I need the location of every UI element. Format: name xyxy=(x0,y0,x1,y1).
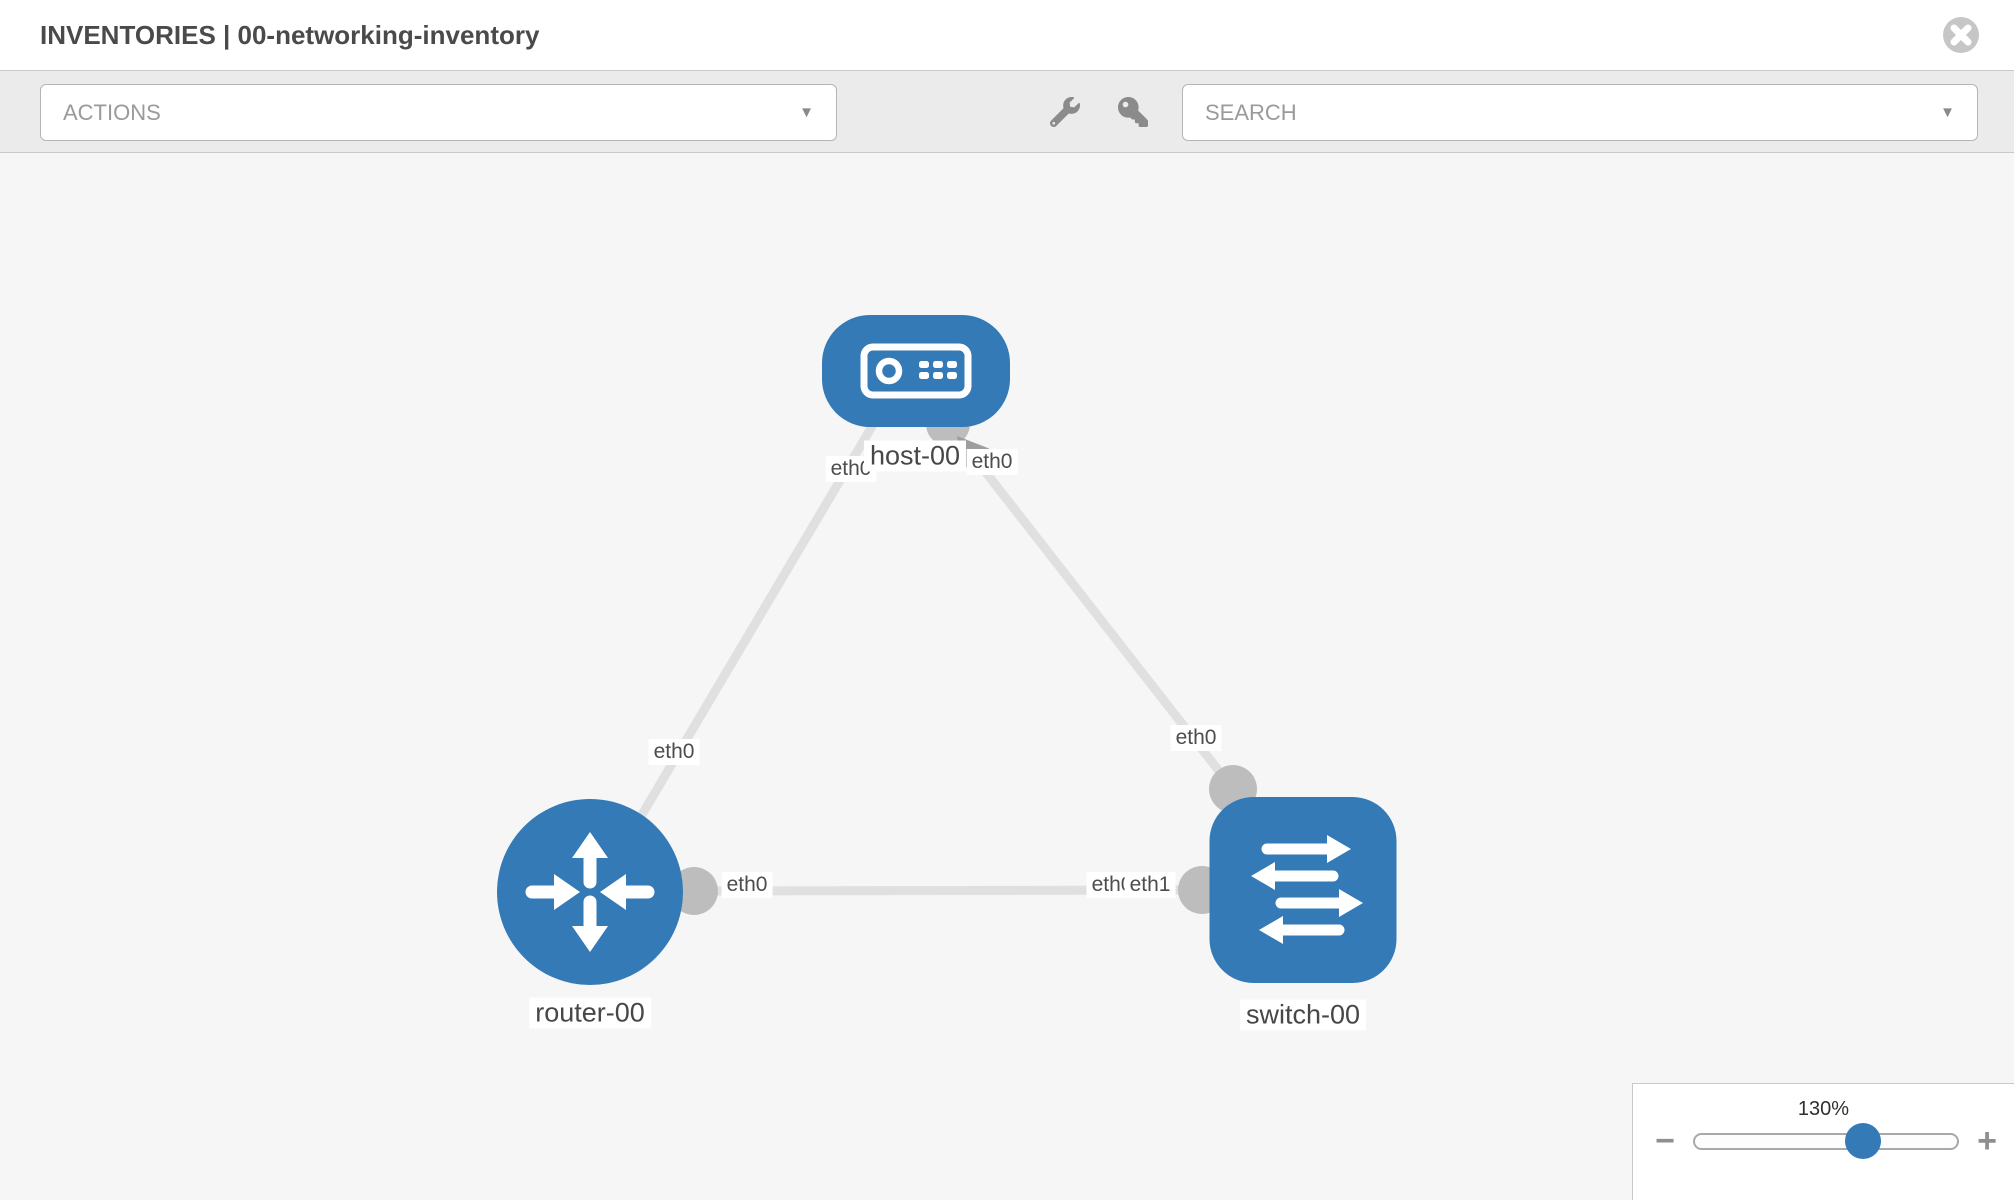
chevron-down-icon: ▼ xyxy=(1940,104,1955,121)
node-switch-00[interactable] xyxy=(1209,797,1397,983)
link-router-switch[interactable] xyxy=(693,885,1203,896)
close-icon xyxy=(1943,17,1979,53)
actions-dropdown-label: ACTIONS xyxy=(63,99,161,125)
switch-icon xyxy=(1251,835,1363,944)
search-dropdown[interactable]: SEARCH ▼ xyxy=(1182,84,1978,141)
header: INVENTORIES | 00-networking-inventory xyxy=(0,0,2014,71)
zoom-slider-thumb[interactable] xyxy=(1844,1123,1881,1159)
zoom-slider[interactable] xyxy=(1693,1123,1959,1159)
node-host-00[interactable] xyxy=(822,315,1010,427)
node-router-00[interactable] xyxy=(497,799,683,985)
close-button[interactable] xyxy=(1942,16,1980,54)
wrench-icon xyxy=(1050,97,1080,127)
page-title: INVENTORIES | 00-networking-inventory xyxy=(40,19,540,50)
chevron-down-icon: ▼ xyxy=(799,104,814,121)
router-icon xyxy=(525,832,655,952)
actions-dropdown[interactable]: ACTIONS ▼ xyxy=(40,84,837,141)
key-icon xyxy=(1118,97,1148,127)
toolbar-tools xyxy=(1046,71,1152,153)
zoom-level: 130% xyxy=(1797,1098,1850,1120)
zoom-in-button[interactable]: + xyxy=(1977,1122,1997,1160)
zoom-panel: 130% − + xyxy=(1632,1083,2014,1200)
host-icon xyxy=(860,343,972,399)
link-host-switch[interactable] xyxy=(944,421,1237,792)
credentials-button[interactable] xyxy=(1114,93,1152,131)
link-host-router[interactable] xyxy=(604,410,884,875)
search-label: SEARCH xyxy=(1205,99,1297,125)
toolbar: ACTIONS ▼ SEARCH ▼ xyxy=(0,71,2014,153)
zoom-out-button[interactable]: − xyxy=(1655,1122,1675,1160)
zoom-row: − + xyxy=(1633,1122,2014,1160)
configure-button[interactable] xyxy=(1046,93,1084,131)
